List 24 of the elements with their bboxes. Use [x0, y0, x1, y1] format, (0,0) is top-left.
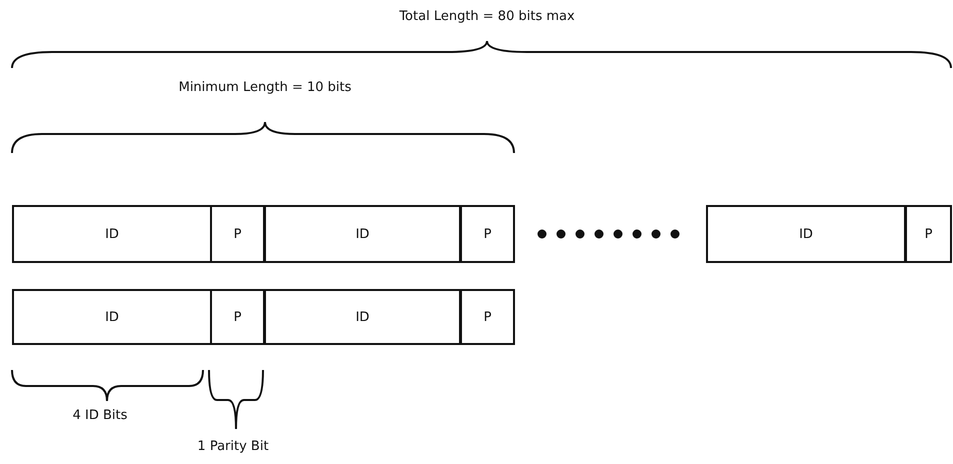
length-label: Total Length = 80 bits max: [399, 9, 575, 24]
bit-field-cell: [210, 289, 265, 345]
field-label: ID: [356, 226, 370, 242]
field-label: P: [234, 310, 242, 324]
field-label: ID: [105, 310, 119, 324]
bit-field-cell: [460, 205, 515, 263]
bit-field-cell: [460, 289, 515, 345]
bit-field-cell: [12, 289, 212, 345]
bit-field-cell: [264, 289, 461, 345]
field-label: P: [924, 226, 932, 242]
bit-field-cell: [706, 205, 906, 263]
bit-field-cell: [210, 205, 265, 263]
length-label: Minimum Length = 10 bits: [178, 80, 352, 95]
bit-field-cell: [12, 205, 212, 263]
field-label: ID: [105, 226, 119, 242]
bit-field-cell: [905, 205, 952, 263]
field-label: P: [234, 226, 242, 242]
field-label: ID: [356, 310, 370, 324]
field-label: P: [484, 310, 492, 324]
length-label: 4 ID Bits: [72, 408, 128, 423]
field-label: ID: [799, 226, 813, 242]
bit-field-cell: [264, 205, 461, 263]
length-label: 1 Parity Bit: [197, 439, 269, 454]
field-label: P: [484, 226, 492, 242]
